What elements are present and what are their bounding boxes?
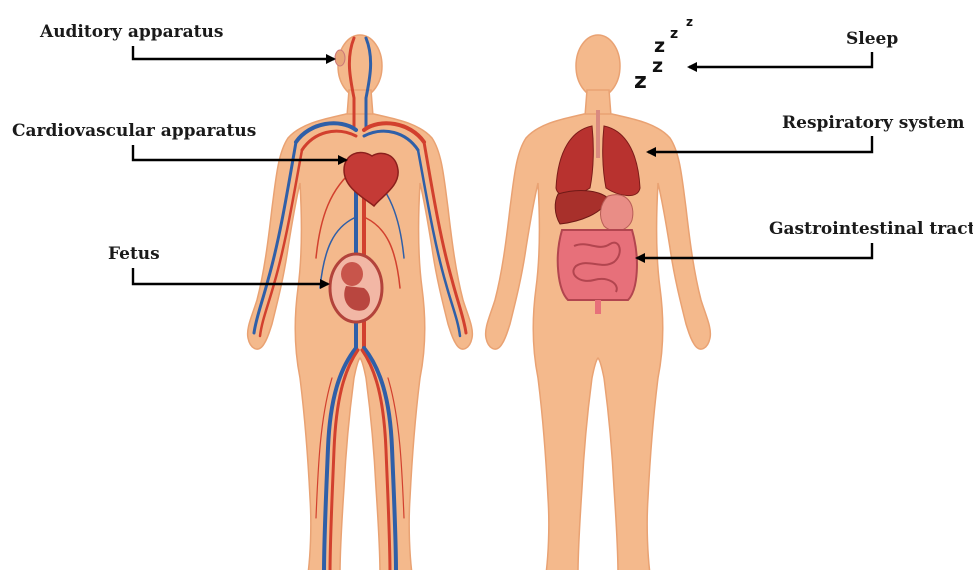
callout-arrows	[133, 46, 872, 284]
sleep-z-5: z	[686, 15, 693, 29]
label-sleep: Sleep	[846, 29, 898, 49]
label-gastrointestinal-tract: Gastrointestinal tract	[769, 219, 973, 239]
arrow-auditory	[133, 46, 334, 59]
ear-shape	[335, 50, 345, 66]
arrow-respiratory	[648, 136, 872, 152]
sleep-z-group: z z z z z	[634, 15, 693, 94]
stomach-shape	[601, 195, 633, 231]
organ-figure	[486, 35, 711, 570]
circulatory-figure	[248, 35, 473, 570]
sleep-z-3: z	[654, 35, 665, 57]
label-auditory-apparatus: Auditory apparatus	[40, 22, 223, 42]
sleep-z-2: z	[652, 55, 663, 77]
label-respiratory-system: Respiratory system	[782, 113, 964, 133]
sleep-z-4: z	[670, 26, 678, 42]
arrow-sleep	[689, 52, 872, 67]
sleep-z-1: z	[634, 69, 647, 94]
label-cardiovascular-apparatus: Cardiovascular apparatus	[12, 121, 256, 141]
label-fetus: Fetus	[108, 244, 160, 264]
fetus-shape	[330, 254, 382, 322]
